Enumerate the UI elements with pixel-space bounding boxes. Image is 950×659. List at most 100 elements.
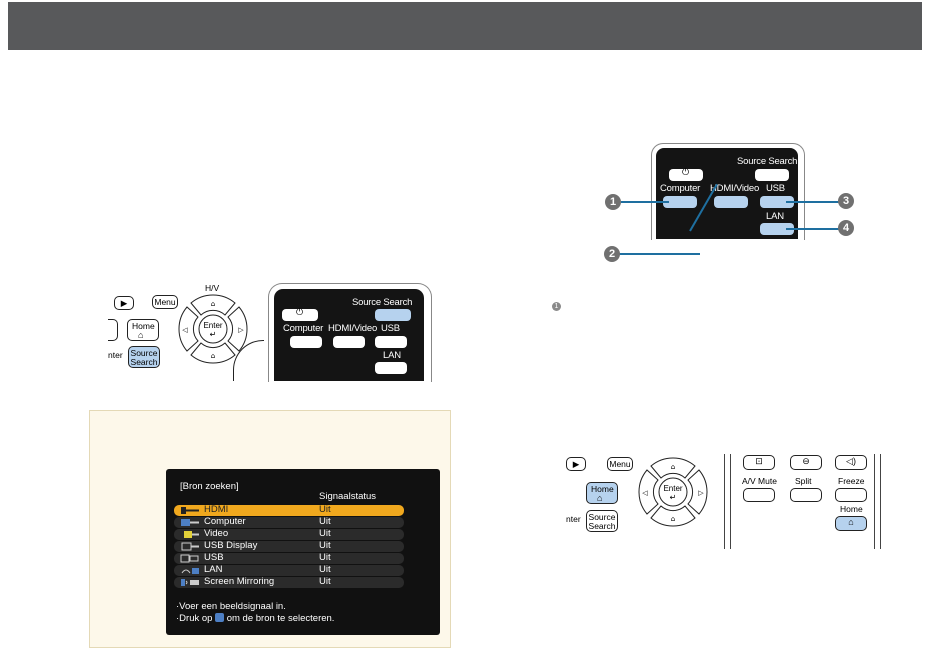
hdmi-video-button[interactable] — [714, 196, 748, 208]
zoom-button[interactable]: ⊖ — [790, 455, 822, 470]
direction-icon — [215, 613, 225, 622]
left-partial-button[interactable] — [108, 319, 118, 341]
home-button-bottom[interactable]: Home ⌂ — [586, 482, 618, 504]
home-label-remote: Home — [840, 504, 863, 514]
source-search-button-bottom[interactable]: Source Search — [586, 510, 618, 532]
freeze-button[interactable] — [835, 488, 867, 502]
screen-title: [Bron zoeken] — [180, 481, 239, 492]
source-row-hdmi[interactable]: HDMI Uit — [174, 504, 404, 516]
av-mute-button[interactable] — [743, 488, 775, 502]
home-icon: ⌂ — [848, 517, 854, 527]
source-search-label-mid: Source Search — [352, 297, 413, 308]
source-row-usb[interactable]: USB Uit — [174, 552, 404, 564]
enter-partial-label-bottom: nter — [566, 514, 581, 524]
callout-4: 4 — [838, 220, 854, 236]
computer-icon — [181, 519, 199, 526]
lan-label-mid: LAN — [383, 350, 401, 361]
source-search-screen: [Bron zoeken] Signaalstatus HDMI Uit Com… — [166, 469, 440, 635]
svg-text:▷: ▷ — [238, 326, 244, 334]
svg-text:Enter: Enter — [663, 484, 682, 493]
usb-label: USB — [766, 183, 785, 194]
usb-label-mid: USB — [381, 323, 400, 334]
hdmi-video-button-mid[interactable] — [333, 336, 365, 348]
source-row-usb-display[interactable]: USB Display Uit — [174, 540, 404, 552]
av-mute-label: A/V Mute — [742, 476, 777, 486]
source-row-computer[interactable]: Computer Uit — [174, 516, 404, 528]
computer-label: Computer — [660, 183, 701, 194]
power-icon: ⏻ — [682, 167, 690, 177]
note-marker-1: 1 — [552, 302, 561, 311]
home-button-remote[interactable]: ⌂ — [835, 516, 867, 531]
zoom-icon: ⊖ — [802, 456, 810, 466]
source-search-label: Source Search — [737, 156, 798, 167]
screen-mirroring-icon — [181, 579, 199, 586]
menu-button[interactable]: Menu — [152, 295, 178, 309]
lan-button[interactable] — [760, 223, 794, 235]
source-label-bottom: Source — [588, 512, 616, 522]
home-label-bottom: Home — [591, 484, 614, 494]
usb-button-mid[interactable] — [375, 336, 407, 348]
source-search-button[interactable] — [755, 169, 789, 181]
computer-button-mid[interactable] — [290, 336, 322, 348]
svg-text:↵: ↵ — [670, 493, 677, 502]
lan-label: LAN — [766, 211, 784, 222]
volume-button[interactable]: ◁) — [835, 455, 867, 470]
power-button-mid[interactable]: ⏻ — [282, 307, 318, 321]
svg-text:Enter: Enter — [203, 321, 222, 330]
direction-pad[interactable]: Enter ↵ ⌂ ⌂ ◁ ▷ — [173, 290, 253, 368]
keystone-icon: ⊡ — [755, 456, 763, 466]
source-row-screen-mirroring[interactable]: Screen Mirroring Uit — [174, 576, 404, 588]
hdmi-video-label: HDMI/Video — [710, 183, 760, 194]
svg-text:⌂: ⌂ — [671, 463, 675, 471]
split-button[interactable] — [790, 488, 822, 502]
svg-text:◁: ◁ — [642, 489, 648, 497]
callout-2: 2 — [604, 246, 620, 262]
screen-message-2: ·Druk op om de bron te selecteren. — [176, 613, 335, 624]
play-button-bottom[interactable]: ▶ — [566, 457, 586, 471]
callout-1: 1 — [605, 194, 621, 210]
callout-line-3 — [786, 201, 841, 203]
hdmi-video-label-mid: HDMI/Video — [328, 323, 378, 334]
freeze-icon-button[interactable]: ⊡ — [743, 455, 775, 470]
search-label: Search — [130, 357, 158, 367]
home-icon: ⌂ — [597, 493, 603, 503]
play-button[interactable]: ▶ — [114, 296, 134, 310]
screen-message-1: ·Voer een beeldsignaal in. — [176, 601, 286, 612]
home-label: Home — [132, 321, 155, 331]
source-row-lan[interactable]: LAN Uit — [174, 564, 404, 576]
svg-text:⌂: ⌂ — [671, 515, 675, 523]
svg-text:↵: ↵ — [210, 330, 217, 339]
callout-line-1 — [621, 201, 669, 203]
computer-button[interactable] — [663, 196, 697, 208]
hv-label: H/V — [205, 283, 220, 293]
source-label: Source — [130, 348, 158, 358]
direction-pad-bottom[interactable]: Enter ↵ ⌂ ⌂ ◁ ▷ — [633, 453, 713, 531]
svg-text:⌂: ⌂ — [211, 300, 215, 308]
lan-icon — [181, 568, 199, 574]
enter-partial-label: nter — [108, 350, 123, 360]
source-row-video[interactable]: Video Uit — [174, 528, 404, 540]
usb-button[interactable] — [760, 196, 794, 208]
freeze-label: Freeze — [838, 476, 865, 486]
callout-line-2 — [618, 253, 700, 255]
usb-icon — [180, 554, 199, 563]
split-label: Split — [795, 476, 812, 486]
svg-text:◁: ◁ — [182, 326, 188, 334]
search-label-bottom: Search — [588, 521, 616, 531]
menu-button-bottom[interactable]: Menu — [607, 457, 633, 471]
power-icon: ⏻ — [296, 307, 304, 317]
power-button[interactable]: ⏻ — [669, 167, 703, 181]
usb-display-icon — [181, 542, 199, 551]
svg-text:▷: ▷ — [698, 489, 704, 497]
volume-icon: ◁) — [846, 456, 856, 466]
computer-label-mid: Computer — [283, 323, 324, 334]
hdmi-icon — [181, 507, 199, 514]
video-icon — [184, 531, 199, 538]
source-search-button-mid[interactable]: Source Search — [128, 346, 160, 368]
header-bar — [8, 2, 922, 50]
home-button[interactable]: Home ⌂ — [127, 319, 159, 341]
home-icon: ⌂ — [138, 330, 144, 340]
lan-button-mid[interactable] — [375, 362, 407, 374]
callout-line-4 — [786, 228, 841, 230]
source-search-button-remote-mid[interactable] — [375, 309, 411, 321]
